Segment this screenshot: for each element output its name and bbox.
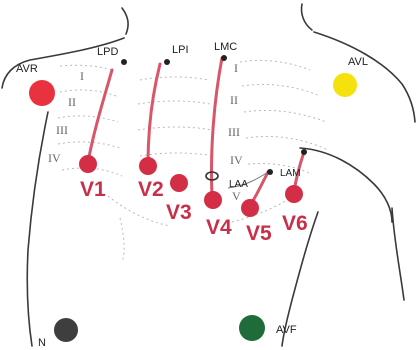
rib-line bbox=[120, 218, 124, 262]
reference-points: LPD LPI LMC LAA LAM bbox=[97, 41, 307, 190]
rib-line bbox=[58, 116, 118, 122]
v6-electrode bbox=[285, 185, 303, 203]
lam-label: LAM bbox=[280, 168, 301, 179]
rib-line bbox=[140, 153, 214, 156]
v4-label: V4 bbox=[206, 216, 232, 239]
v3-electrode bbox=[170, 174, 188, 192]
lpd-marker bbox=[121, 59, 127, 65]
rib-label-left-2: II bbox=[230, 93, 238, 107]
neck-left-outline bbox=[301, 4, 312, 30]
neck-right-outline bbox=[122, 8, 128, 34]
rib-line bbox=[58, 142, 120, 148]
lmc-marker bbox=[221, 55, 227, 61]
lmc-label: LMC bbox=[214, 41, 237, 53]
v4-wire bbox=[211, 58, 222, 196]
right-arm-outline bbox=[27, 112, 48, 346]
rib-label-left-3: III bbox=[228, 125, 240, 139]
avl-electrode bbox=[333, 73, 357, 97]
avr-electrode bbox=[29, 80, 55, 106]
v2-wire bbox=[148, 64, 160, 164]
v2-label: V2 bbox=[138, 178, 164, 201]
v1-wire bbox=[88, 70, 112, 162]
laa-marker bbox=[267, 169, 273, 175]
v6-label: V6 bbox=[282, 212, 308, 235]
rib-label-right-3: III bbox=[56, 123, 68, 137]
avr-label: AVR bbox=[16, 63, 38, 75]
rib-label-right-4: IV bbox=[48, 151, 61, 165]
rib-line bbox=[60, 65, 112, 70]
lpi-marker bbox=[164, 59, 170, 65]
v4-electrode bbox=[204, 191, 222, 209]
v3-label: V3 bbox=[166, 201, 192, 224]
left-axilla-outline bbox=[300, 148, 392, 222]
avf-electrode bbox=[239, 315, 265, 341]
left-shoulder-outline bbox=[314, 32, 415, 122]
lpd-label: LPD bbox=[97, 46, 118, 58]
rib-line bbox=[240, 60, 310, 70]
lam-marker bbox=[301, 149, 307, 155]
v2-electrode bbox=[139, 157, 157, 175]
rib-line bbox=[244, 110, 326, 122]
rib-label-right-2: II bbox=[68, 95, 76, 109]
v5-label: V5 bbox=[246, 222, 272, 245]
rib-line bbox=[138, 101, 210, 104]
rib-line bbox=[242, 84, 320, 96]
n-electrode bbox=[54, 318, 78, 342]
rib-label-right-1: I bbox=[80, 69, 84, 83]
rib-line bbox=[140, 77, 208, 80]
v1-electrode bbox=[79, 155, 97, 173]
rib-line bbox=[246, 137, 328, 151]
rib-label-left-4: IV bbox=[230, 153, 243, 167]
avl-label: AVL bbox=[348, 56, 368, 68]
v1-label: V1 bbox=[80, 178, 106, 201]
rib-label-left-5: V bbox=[232, 189, 241, 203]
v5-electrode bbox=[241, 199, 259, 217]
lpi-label: LPI bbox=[172, 44, 189, 56]
lead-wires bbox=[88, 58, 304, 206]
avf-label: AVF bbox=[276, 324, 297, 336]
n-label: N bbox=[38, 337, 46, 349]
left-arm-outline bbox=[392, 208, 404, 300]
rib-label-left-1: I bbox=[234, 61, 238, 75]
